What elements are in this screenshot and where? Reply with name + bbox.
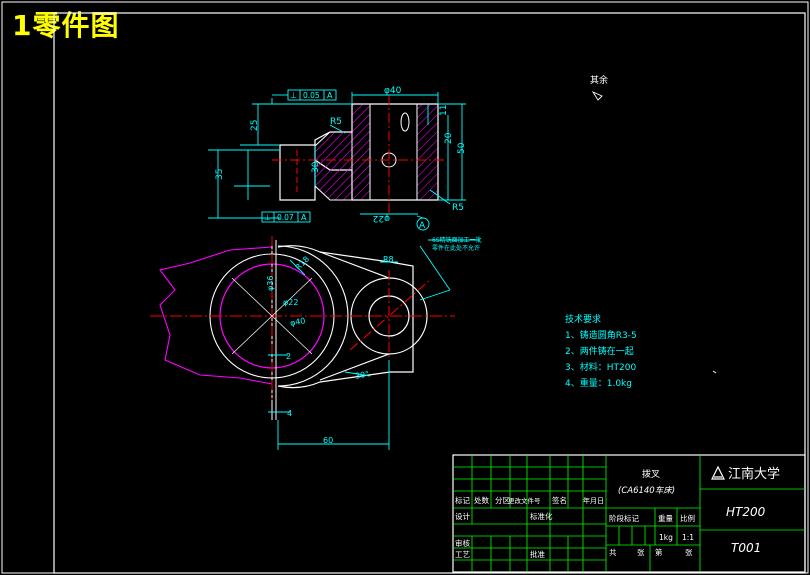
notes-item-2: 2、两件铸在一起 <box>565 345 634 357</box>
dim-20: 20 <box>444 132 454 144</box>
title-block-grid <box>453 455 805 572</box>
tolerance-frame-top: ⊥ 0.05 A <box>272 89 337 101</box>
sheets-total-unit: 张 <box>637 548 645 557</box>
part-name: 拨叉 <box>642 468 660 480</box>
front-dimension-texts: φ40 25 50 20 11 35 30 φ22 R5 R5 <box>215 86 467 223</box>
tolerance-frame-bottom: ⊥ 0.07 A <box>261 211 311 223</box>
weight-header: 重量 <box>658 514 673 523</box>
row-design: 设计 <box>455 511 470 521</box>
top-view-note-text: 6S精铣面加工一批零件在此处不允许 <box>432 236 482 252</box>
dim-50: 50 <box>457 142 467 154</box>
top-view: R8 φ22 φ40 R18 φ36 2 4 60 30° 6S精铣面加工一批零… <box>150 236 482 450</box>
row-review: 审核 <box>455 538 470 548</box>
notes-item-3: 3、材料：HT200 <box>565 361 636 373</box>
dim-phi40-top: φ40 <box>289 316 306 328</box>
tolerance-bottom-value: 0.07 <box>277 213 294 222</box>
lever-outline <box>277 245 414 389</box>
dim-r5-bottom: R5 <box>452 203 464 213</box>
roughness-note: 其余 <box>590 74 608 86</box>
part-subtitle: (CA6140车床) <box>618 485 675 496</box>
sheets-index-label: 第 <box>655 547 663 557</box>
drawing-number: T001 <box>731 541 761 555</box>
scale-value: 1:1 <box>682 533 694 542</box>
hdr-zone: 分区 <box>495 496 510 505</box>
tolerance-bottom-symbol: ⊥ <box>264 213 271 222</box>
hdr-signature: 签名 <box>552 495 567 505</box>
radial-lines <box>231 277 313 355</box>
top-dimension-texts: R8 φ22 φ40 R18 φ36 2 4 60 30° <box>266 255 394 445</box>
tolerance-bottom-datum: A <box>301 213 307 222</box>
top-view-note: 6S精铣面加工一批零件在此处不允许 <box>432 236 482 252</box>
notes-item-1: 1、铸造圆角R3-5 <box>565 329 637 341</box>
front-dimension-lines <box>208 92 466 219</box>
tolerance-top-value: 0.05 <box>303 91 320 100</box>
title-block: 标记 处数 分区 更改文件号 签名 年月日 设计 标准化 审核 工艺 批准 阶段… <box>452 454 806 573</box>
technical-notes: 技术要求 1、铸造圆角R3-5 2、两件铸在一起 3、材料：HT200 4、重量… <box>565 313 637 389</box>
dim-phi40-front: φ40 <box>384 86 402 96</box>
dim-11: 11 <box>439 105 449 116</box>
dim-r18: R18 <box>294 255 312 273</box>
row-standardize: 标准化 <box>530 511 553 521</box>
dim-r5-top: R5 <box>330 117 342 127</box>
dim-35: 35 <box>215 169 225 180</box>
dim-phi22-top: φ22 <box>283 298 298 307</box>
dim-30-deg: 30° <box>354 369 370 380</box>
drawing-frame <box>53 12 806 574</box>
front-view: φ40 25 50 20 11 35 30 φ22 R5 R5 ⊥ 0.05 A… <box>208 74 608 231</box>
dim-phi36: φ36 <box>266 276 275 291</box>
dim-4: 4 <box>287 409 292 418</box>
notes-title: 技术要求 <box>565 313 601 325</box>
roughness-symbol <box>591 90 603 101</box>
row-approve: 批准 <box>530 549 545 559</box>
dim-r8: R8 <box>383 255 394 264</box>
stage-header: 阶段标记 <box>609 513 639 523</box>
dim-2: 2 <box>286 352 291 361</box>
tolerance-top-symbol: ⊥ <box>290 91 297 100</box>
hdr-date: 年月日 <box>583 496 604 505</box>
sheets-index-unit: 张 <box>685 548 693 557</box>
big-boss-arc <box>277 245 349 387</box>
material-code: HT200 <box>726 505 766 519</box>
hdr-change-doc: 更改文件号 <box>508 496 541 505</box>
section-hatch-left <box>351 103 371 201</box>
top-dimension-lines <box>268 239 480 450</box>
title-block-headers: 标记 处数 分区 更改文件号 签名 年月日 设计 标准化 审核 工艺 批准 阶段… <box>455 495 695 559</box>
weight-value: 1kg <box>659 533 673 542</box>
top-view-note-line: 零件在此处不允许 <box>432 244 480 252</box>
reference-fork <box>159 246 273 385</box>
dim-60: 60 <box>323 436 333 445</box>
school-logo-icon <box>711 465 725 480</box>
scale-header: 比例 <box>680 513 695 523</box>
school-name: 江南大学 <box>728 466 780 482</box>
dim-25: 25 <box>250 120 260 131</box>
notes-item-4: 4、重量：1.0kg <box>565 377 632 389</box>
oil-hole <box>400 112 410 132</box>
tolerance-top-datum: A <box>327 91 333 100</box>
dim-phi22-front: φ22 <box>373 213 390 223</box>
hdr-mark: 标记 <box>455 495 470 505</box>
sheet-heading: 1零件图 <box>12 9 120 42</box>
dim-30: 30 <box>311 161 321 173</box>
sheets-total-label: 共 <box>609 548 617 557</box>
row-process: 工艺 <box>455 550 470 559</box>
section-hatch-right <box>416 103 439 201</box>
hdr-count: 处数 <box>474 495 489 505</box>
top-view-note-line: 6S精铣面加工一批 <box>432 236 482 244</box>
datum-a-label: A <box>419 221 426 231</box>
